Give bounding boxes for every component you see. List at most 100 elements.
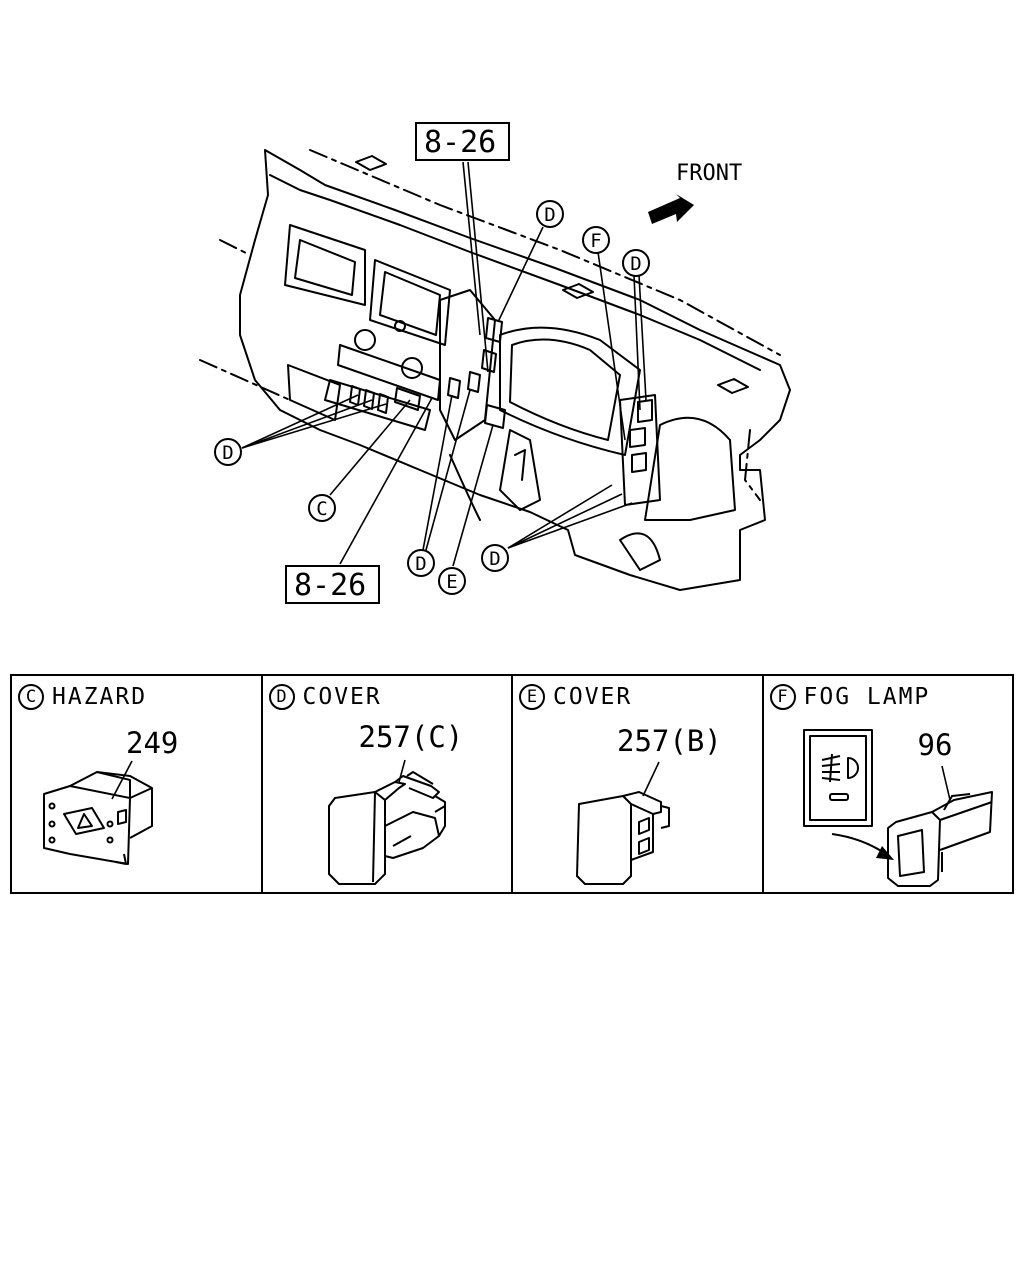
leader-line: [422, 394, 453, 551]
part-letter: E: [519, 684, 545, 710]
switch: [394, 387, 421, 411]
part-letter: C: [18, 684, 44, 710]
part-title: COVER: [553, 684, 633, 710]
pod-vent: [619, 532, 661, 571]
reference-box-top: [415, 122, 510, 161]
stack-switch: [631, 452, 647, 473]
leader-line: [597, 251, 626, 441]
cell-header: D COVER: [268, 684, 382, 710]
control-knob: [401, 357, 423, 379]
guide-line: [199, 359, 291, 401]
cell-header: F FOG LAMP: [769, 684, 931, 710]
reference-number-top: 8-26: [424, 125, 496, 160]
side-pod: [644, 416, 736, 521]
leader-line: [497, 226, 544, 323]
callout-d: D: [544, 204, 555, 226]
part-number: 257(B): [617, 724, 722, 758]
callout-f: F: [590, 230, 601, 252]
cover-b-drawing: [576, 761, 670, 885]
cell-header: E COVER: [519, 684, 632, 710]
dash-top-edge: [269, 174, 761, 371]
cover-c-drawing: [327, 759, 446, 885]
hazard-switch-drawing: [43, 760, 153, 865]
vent-inner: [294, 239, 356, 296]
switch-stack-right: [619, 394, 661, 506]
part-number: 249: [126, 726, 179, 760]
callout-circle: [582, 226, 610, 254]
instrument-cluster: [499, 326, 641, 456]
leader-line: [507, 484, 613, 549]
guide-line: [744, 429, 761, 501]
vent-inner: [379, 271, 441, 336]
callout-d: D: [222, 442, 233, 464]
callout-d: D: [489, 548, 500, 570]
dashboard-outline: [239, 149, 791, 591]
part-cell-cover-e: E COVER 257(B): [513, 676, 764, 892]
front-arrow-icon: [648, 194, 694, 224]
callout-circle: [536, 200, 564, 228]
guide-line: [219, 239, 251, 256]
callout-d: D: [630, 253, 641, 275]
defroster-tab: [717, 378, 749, 394]
part-number: 257(C): [358, 720, 464, 754]
part-title: COVER: [302, 684, 382, 710]
switch-bank-left: [324, 379, 431, 431]
front-label: FRONT: [676, 161, 742, 186]
center-cover: [484, 404, 506, 429]
part-title: HAZARD: [52, 684, 148, 710]
leader-line: [241, 394, 359, 449]
pillar-switch: [467, 371, 481, 393]
cell-header: C HAZARD: [18, 684, 147, 710]
reference-box-bottom: [285, 565, 380, 604]
callout-d: D: [415, 553, 426, 575]
leader-line: [241, 403, 387, 449]
stack-switch: [629, 427, 646, 448]
leader-line: [633, 274, 641, 411]
callout-circle: [214, 438, 242, 466]
leader-line: [452, 424, 494, 567]
part-number: 96: [917, 728, 953, 762]
part-cell-cover-d: D COVER 257(C): [263, 676, 513, 892]
defroster-tab: [355, 155, 387, 171]
leader-line: [507, 493, 623, 549]
leader-line: [329, 399, 411, 496]
callout-circle: [622, 249, 650, 277]
steering-column: [499, 429, 541, 511]
leader-line: [462, 161, 481, 336]
callout-circle: [407, 549, 435, 577]
cluster-inner: [509, 338, 621, 441]
part-cell-hazard: C HAZARD 249: [12, 676, 263, 892]
reference-number-bottom: 8-26: [294, 568, 366, 603]
control-knob: [394, 320, 406, 332]
defroster-tab: [562, 283, 594, 299]
fog-lamp-switch-drawing: [802, 729, 993, 887]
leader-line: [339, 397, 433, 565]
side-vent: [287, 364, 341, 421]
parts-table: C HAZARD 249 D COVER 257(C): [10, 674, 1014, 894]
pillar-switch: [481, 349, 497, 373]
vent-lower: [369, 259, 451, 346]
part-letter: F: [769, 684, 796, 710]
callout-e: E: [446, 571, 457, 593]
callout-circle: [308, 494, 336, 522]
callout-c: C: [316, 498, 327, 520]
leader-line: [507, 502, 633, 549]
dashboard-diagram: FRONT 8-26 8-26 D F D: [199, 122, 791, 604]
part-title: FOG LAMP: [803, 684, 931, 710]
callout-circle: [438, 567, 466, 595]
control-panel: [337, 344, 441, 401]
part-letter: D: [268, 684, 295, 710]
vent-upper: [284, 224, 366, 306]
pillar-switch: [447, 377, 461, 399]
callout-circle: [481, 544, 509, 572]
control-knob: [354, 329, 376, 351]
leader-line: [638, 274, 647, 401]
column-detail: [514, 449, 526, 481]
leader-line: [241, 399, 373, 449]
guide-line: [309, 149, 781, 356]
part-cell-fog-lamp: F FOG LAMP 96: [764, 676, 1013, 892]
stack-switch: [637, 399, 653, 423]
leader-line: [425, 389, 471, 551]
column-detail: [449, 454, 481, 521]
leader-line: [467, 161, 489, 373]
